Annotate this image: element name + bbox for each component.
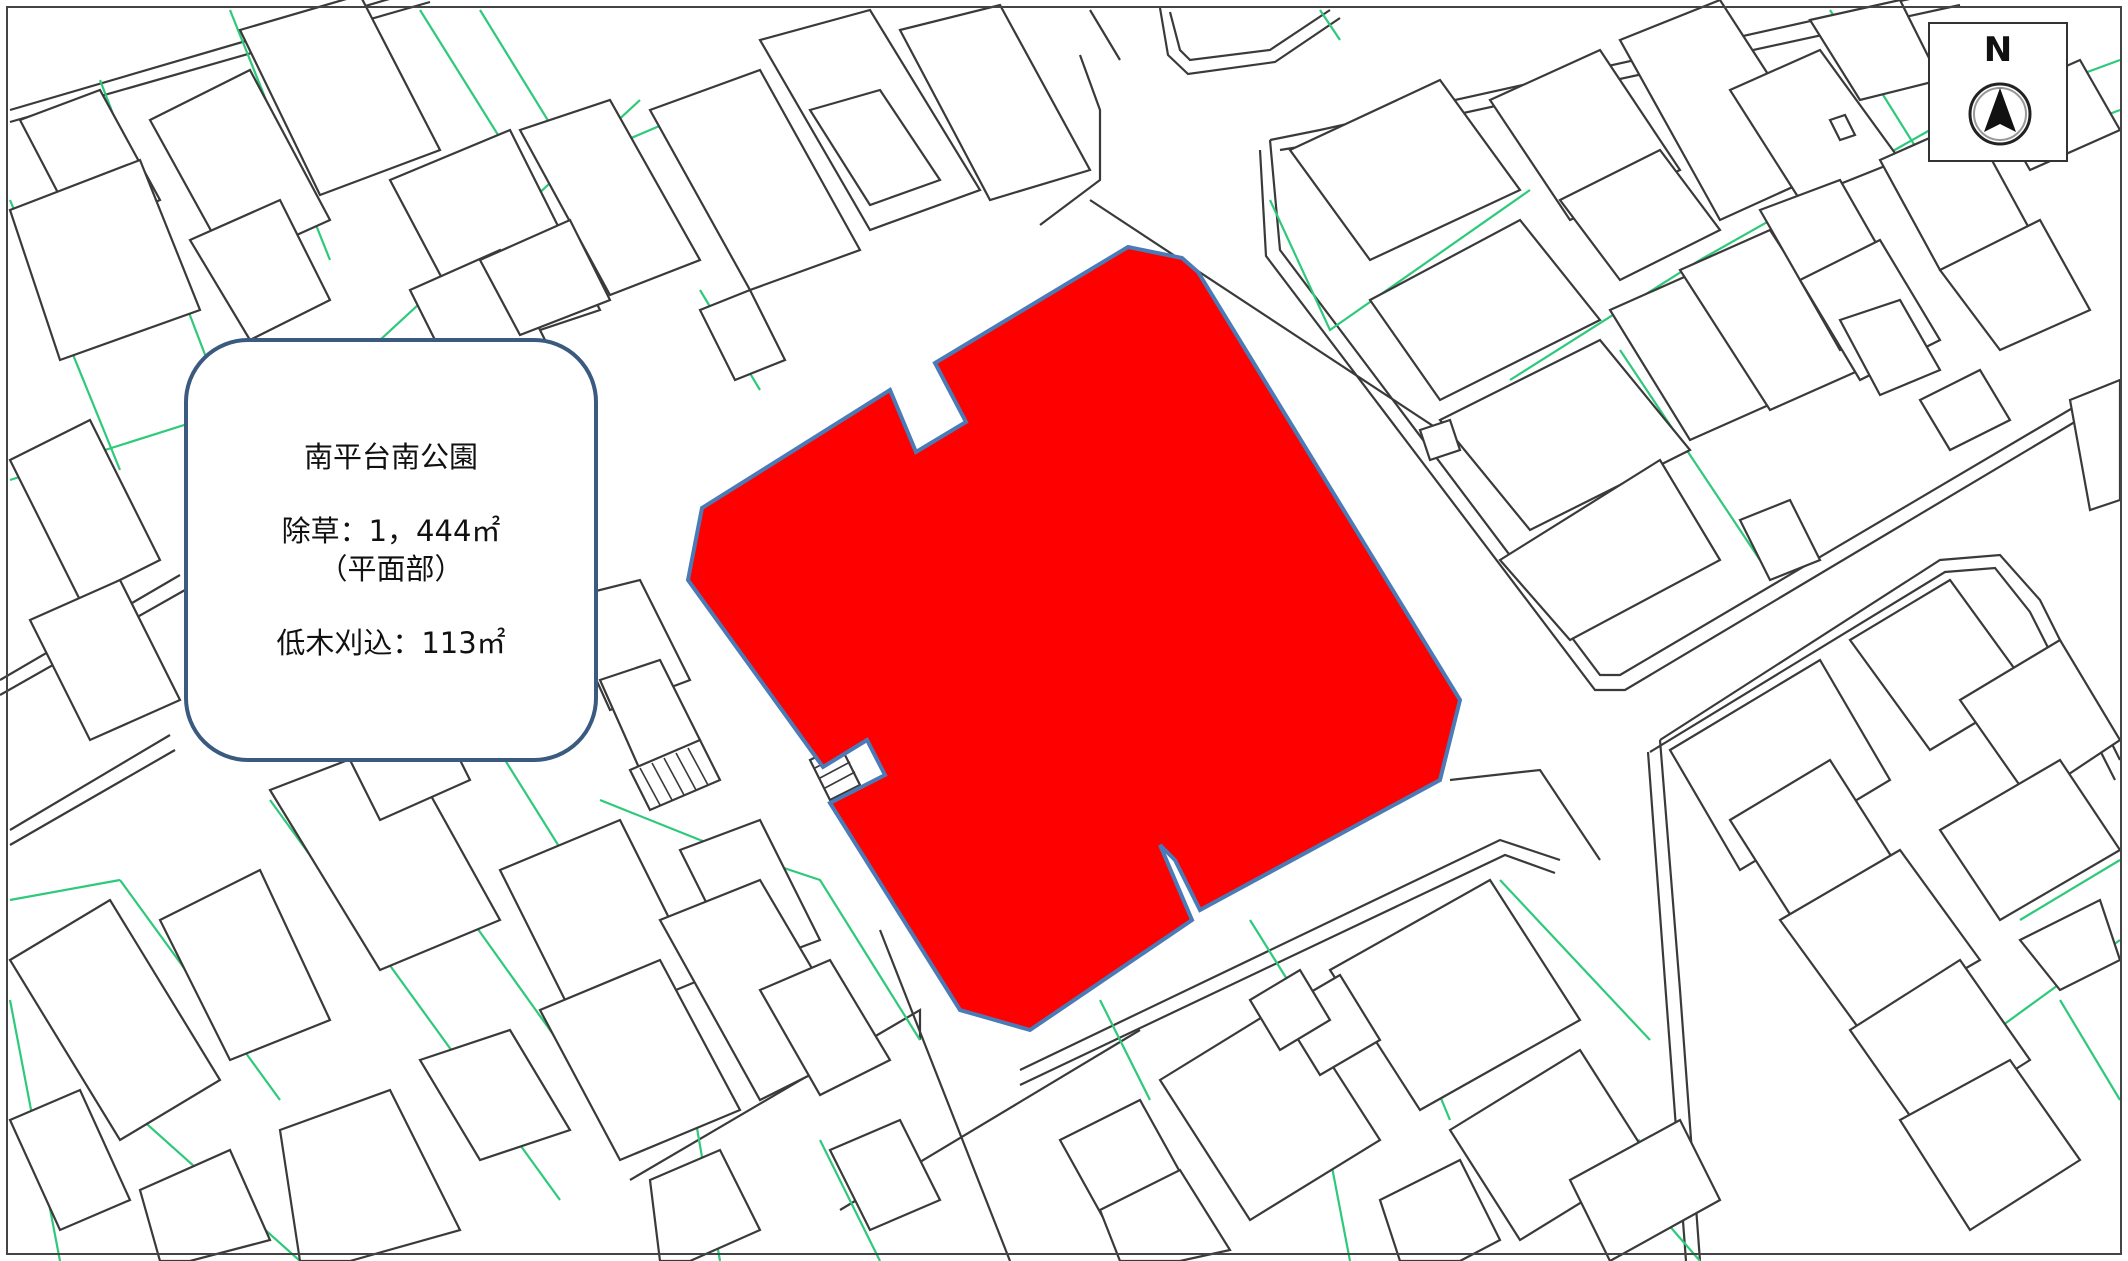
buildings (8, 0, 2122, 1261)
compass: N (1928, 22, 2068, 162)
weeding-note: （平面部） (318, 552, 464, 586)
stairs-left (628, 738, 722, 812)
north-label: N (1983, 30, 2013, 70)
park-name: 南平台南公園 (303, 440, 478, 474)
park-area (685, 244, 1463, 1033)
weeding-area: 除草：1，444㎡ (281, 514, 501, 548)
shrub-cutting-area: 低木刈込：113㎡ (276, 626, 506, 660)
park-info-callout: 南平台南公園 除草：1，444㎡ （平面部） 低木刈込：113㎡ (184, 338, 598, 762)
north-arrow-icon (1968, 82, 2032, 146)
